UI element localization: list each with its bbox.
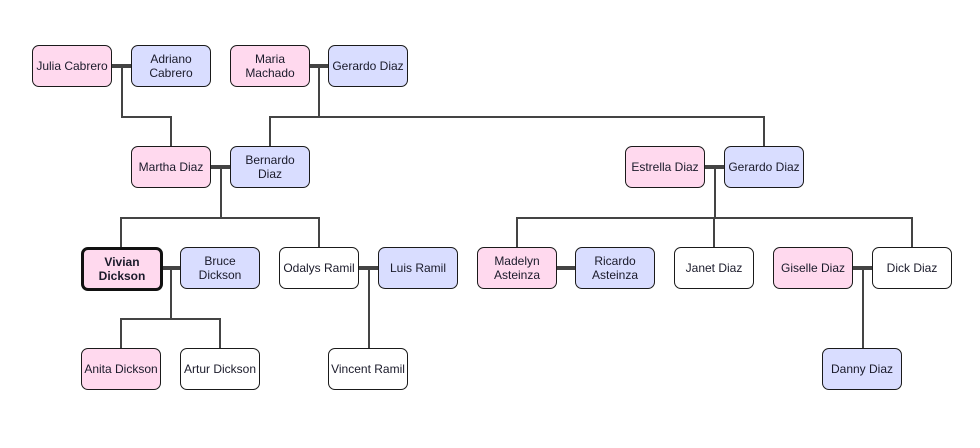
person-node-maria[interactable]: Maria Machado [230,45,310,87]
person-name: Odalys Ramil [283,261,355,275]
person-node-artur[interactable]: Artur Dickson [180,348,260,390]
person-name: Artur Dickson [183,362,257,376]
person-node-odalys[interactable]: Odalys Ramil [279,247,359,289]
person-name: Madelyn Asteinza [493,254,541,282]
person-name: Dick Diaz [886,261,938,275]
person-name: Giselle Diaz [780,261,846,275]
person-name: Anita Dickson [84,362,158,376]
person-node-bruce[interactable]: Bruce Dickson [180,247,260,289]
person-node-vivian[interactable]: Vivian Dickson [81,247,163,291]
person-name: Ricardo Asteinza [591,254,639,282]
person-name: Gerardo Diaz [728,160,800,174]
person-name: Maria Machado [245,52,295,80]
person-node-luis[interactable]: Luis Ramil [378,247,458,289]
person-node-estrella[interactable]: Estrella Diaz [625,146,705,188]
person-node-dick[interactable]: Dick Diaz [872,247,952,289]
person-name: Bruce Dickson [198,254,242,282]
person-name: Julia Cabrero [36,59,108,73]
person-node-danny[interactable]: Danny Diaz [822,348,902,390]
person-name: Martha Diaz [138,160,204,174]
person-node-julia[interactable]: Julia Cabrero [32,45,112,87]
person-node-martha[interactable]: Martha Diaz [131,146,211,188]
person-node-madelyn[interactable]: Madelyn Asteinza [477,247,557,289]
person-name: Adriano Cabrero [149,52,193,80]
person-node-adriano[interactable]: Adriano Cabrero [131,45,211,87]
person-name: Janet Diaz [685,261,743,275]
person-node-giselle[interactable]: Giselle Diaz [773,247,853,289]
person-node-anita[interactable]: Anita Dickson [81,348,161,390]
person-name: Luis Ramil [389,261,446,275]
person-node-vincent[interactable]: Vincent Ramil [328,348,408,390]
person-node-ricardo[interactable]: Ricardo Asteinza [575,247,655,289]
person-name: Bernardo Diaz [245,153,295,181]
person-name: Estrella Diaz [631,160,699,174]
person-node-gerardo-jr[interactable]: Gerardo Diaz [724,146,804,188]
person-name: Gerardo Diaz [332,59,404,73]
person-name: Vincent Ramil [331,362,405,376]
person-name: Vivian Dickson [98,255,146,283]
person-node-gerardo-sr[interactable]: Gerardo Diaz [328,45,408,87]
person-name: Danny Diaz [830,362,894,376]
person-node-janet[interactable]: Janet Diaz [674,247,754,289]
person-node-bernardo[interactable]: Bernardo Diaz [230,146,310,188]
